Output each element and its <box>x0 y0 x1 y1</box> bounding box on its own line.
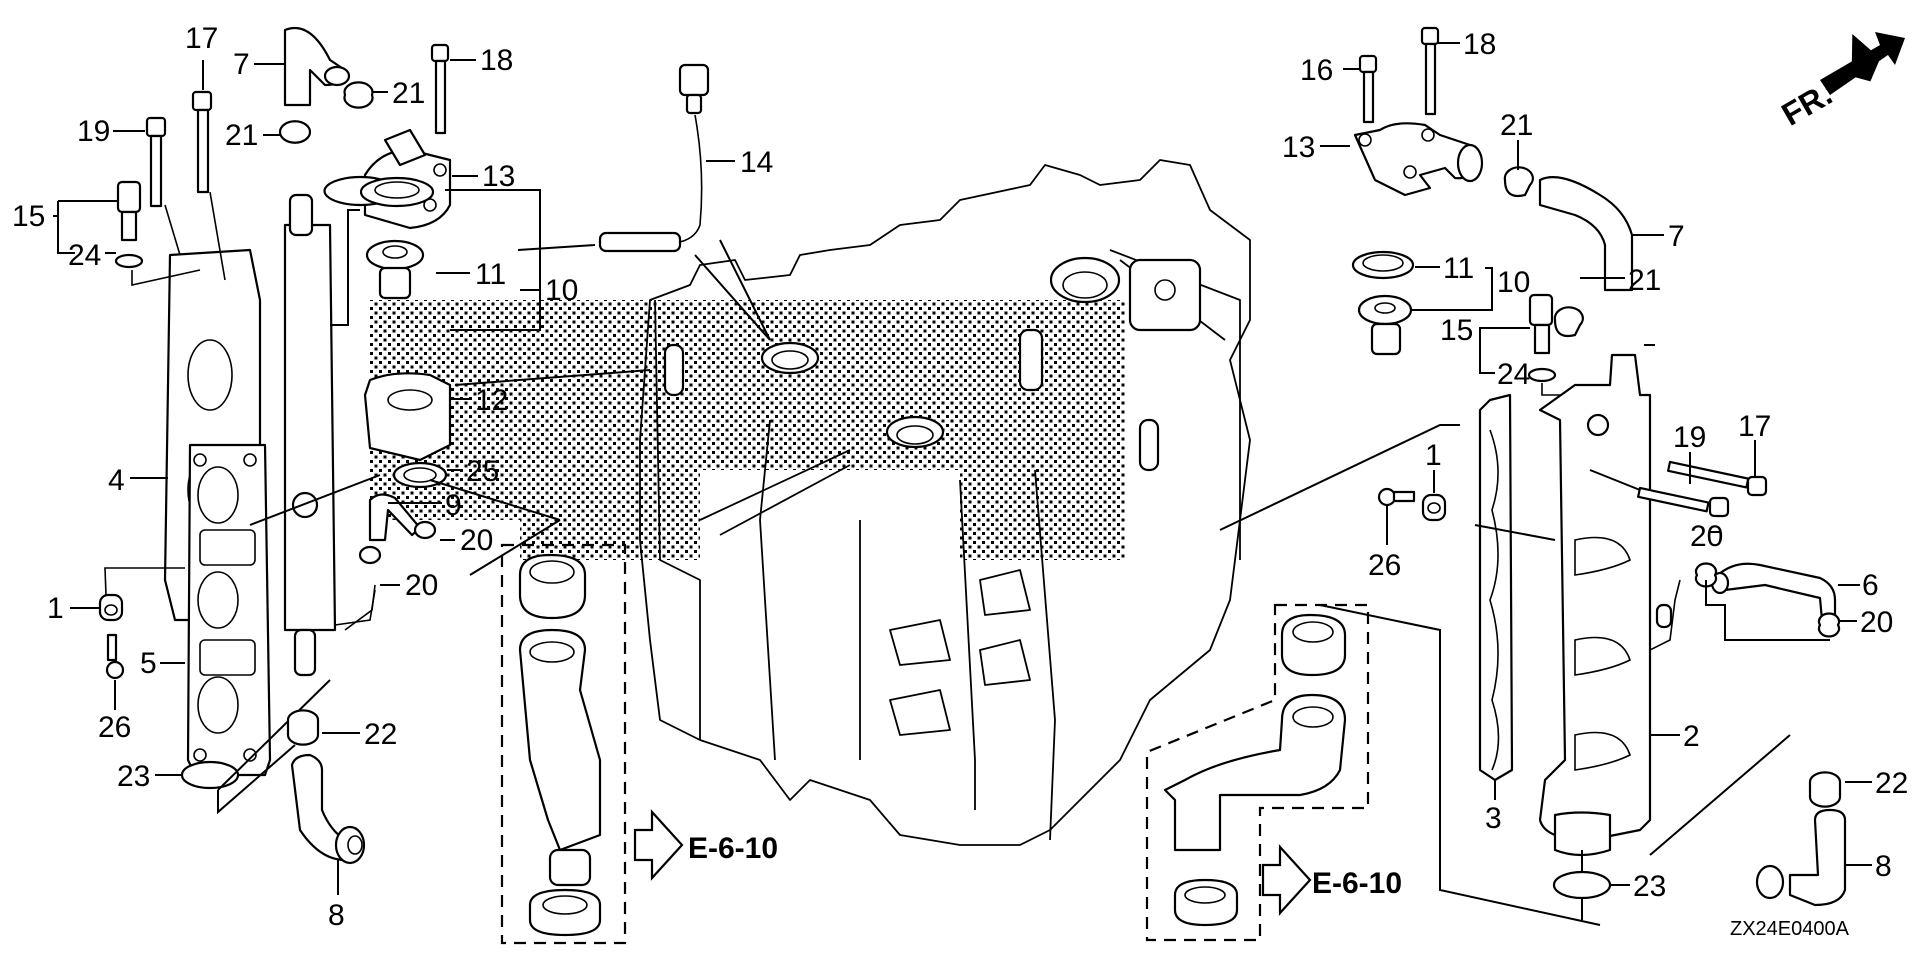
callout-label: 24 <box>68 239 101 272</box>
callout-label: 20 <box>460 524 493 557</box>
callout-label: 15 <box>12 200 45 233</box>
callout-label: 19 <box>77 115 110 148</box>
callout-label: 23 <box>117 760 150 793</box>
callout-label: 10 <box>1497 266 1530 299</box>
callout-label: 14 <box>740 146 773 179</box>
o-ring-23-right <box>1552 870 1612 900</box>
callout-label: 12 <box>475 384 508 417</box>
callout-label: 7 <box>1668 220 1685 253</box>
right-hose-assembly <box>1145 603 1370 942</box>
callout-label: 16 <box>1300 54 1333 87</box>
callout-label: 20 <box>1690 520 1723 553</box>
right-manifold-assembly <box>1219 250 1847 926</box>
callout-label: 7 <box>233 48 250 81</box>
engine-block <box>370 159 1251 846</box>
callout-label: 21 <box>1628 264 1661 297</box>
reference-link-label[interactable]: E-6-10 <box>688 832 778 865</box>
callout-label: 24 <box>1497 358 1530 391</box>
bolt-19-left <box>145 116 181 256</box>
right-top-parts: FR. <box>1353 26 1905 292</box>
left-reference-link[interactable]: E-6-10 <box>633 809 778 881</box>
callout-label: 1 <box>1425 439 1442 472</box>
callout-label: 21 <box>225 119 258 152</box>
callout-label: 2 <box>1683 720 1700 753</box>
callout-label: 5 <box>140 647 157 680</box>
left-hose-assembly <box>469 519 627 945</box>
reference-arrow-icon <box>633 809 684 881</box>
drawing-code: ZX24E0400A <box>1730 918 1850 940</box>
callout-label: 1 <box>47 592 64 625</box>
callout-label: 18 <box>480 44 513 77</box>
callout-label: 11 <box>475 258 506 291</box>
callout-label: 4 <box>108 464 125 497</box>
collar-bolt-left <box>98 567 185 680</box>
callout-label: 26 <box>98 711 131 744</box>
callout-label: 21 <box>392 77 425 110</box>
leader-lines <box>53 42 1872 895</box>
reference-arrow-icon <box>1261 844 1312 916</box>
bleeder-bolt-15-left <box>114 180 201 286</box>
callout-label: 6 <box>1862 569 1879 602</box>
o-ring-23-left <box>180 760 240 790</box>
callout-label: 9 <box>445 489 462 522</box>
callout-label: 13 <box>482 160 515 193</box>
callout-label: 10 <box>545 274 578 307</box>
left-manifold-assembly <box>98 90 376 865</box>
callout-labels-left: 17 7 21 18 21 19 13 14 15 24 11 10 12 4 … <box>12 22 773 932</box>
callout-label: 21 <box>1500 109 1533 142</box>
shaded-region <box>370 300 1125 560</box>
left-top-parts <box>249 26 710 631</box>
callout-label: 11 <box>1443 252 1474 285</box>
right-reference-link[interactable]: E-6-10 <box>1261 844 1402 916</box>
callout-label: 22 <box>364 718 397 751</box>
callout-label: 19 <box>1673 421 1706 454</box>
callout-label: 3 <box>1485 802 1502 835</box>
callout-label: 20 <box>1860 606 1893 639</box>
callout-label: 17 <box>185 22 218 55</box>
bolt-17-left <box>191 90 226 281</box>
callout-label: 25 <box>466 455 499 488</box>
callout-label: 8 <box>328 899 345 932</box>
callout-label: 15 <box>1440 314 1473 347</box>
callout-label: 26 <box>1368 549 1401 582</box>
callout-label: 20 <box>405 569 438 602</box>
callout-label: 18 <box>1463 28 1496 61</box>
callout-labels-right: 16 18 13 21 7 11 10 21 15 24 1 19 17 26 … <box>1282 28 1908 903</box>
gasket-5 <box>186 443 272 777</box>
callout-label: 17 <box>1738 410 1771 443</box>
callout-label: 22 <box>1875 767 1908 800</box>
reference-link-label[interactable]: E-6-10 <box>1312 867 1402 900</box>
front-direction-marker: FR. <box>1775 32 1905 133</box>
callout-label: 8 <box>1875 850 1892 883</box>
callout-label: 13 <box>1282 131 1315 164</box>
callout-label: 23 <box>1633 870 1666 903</box>
